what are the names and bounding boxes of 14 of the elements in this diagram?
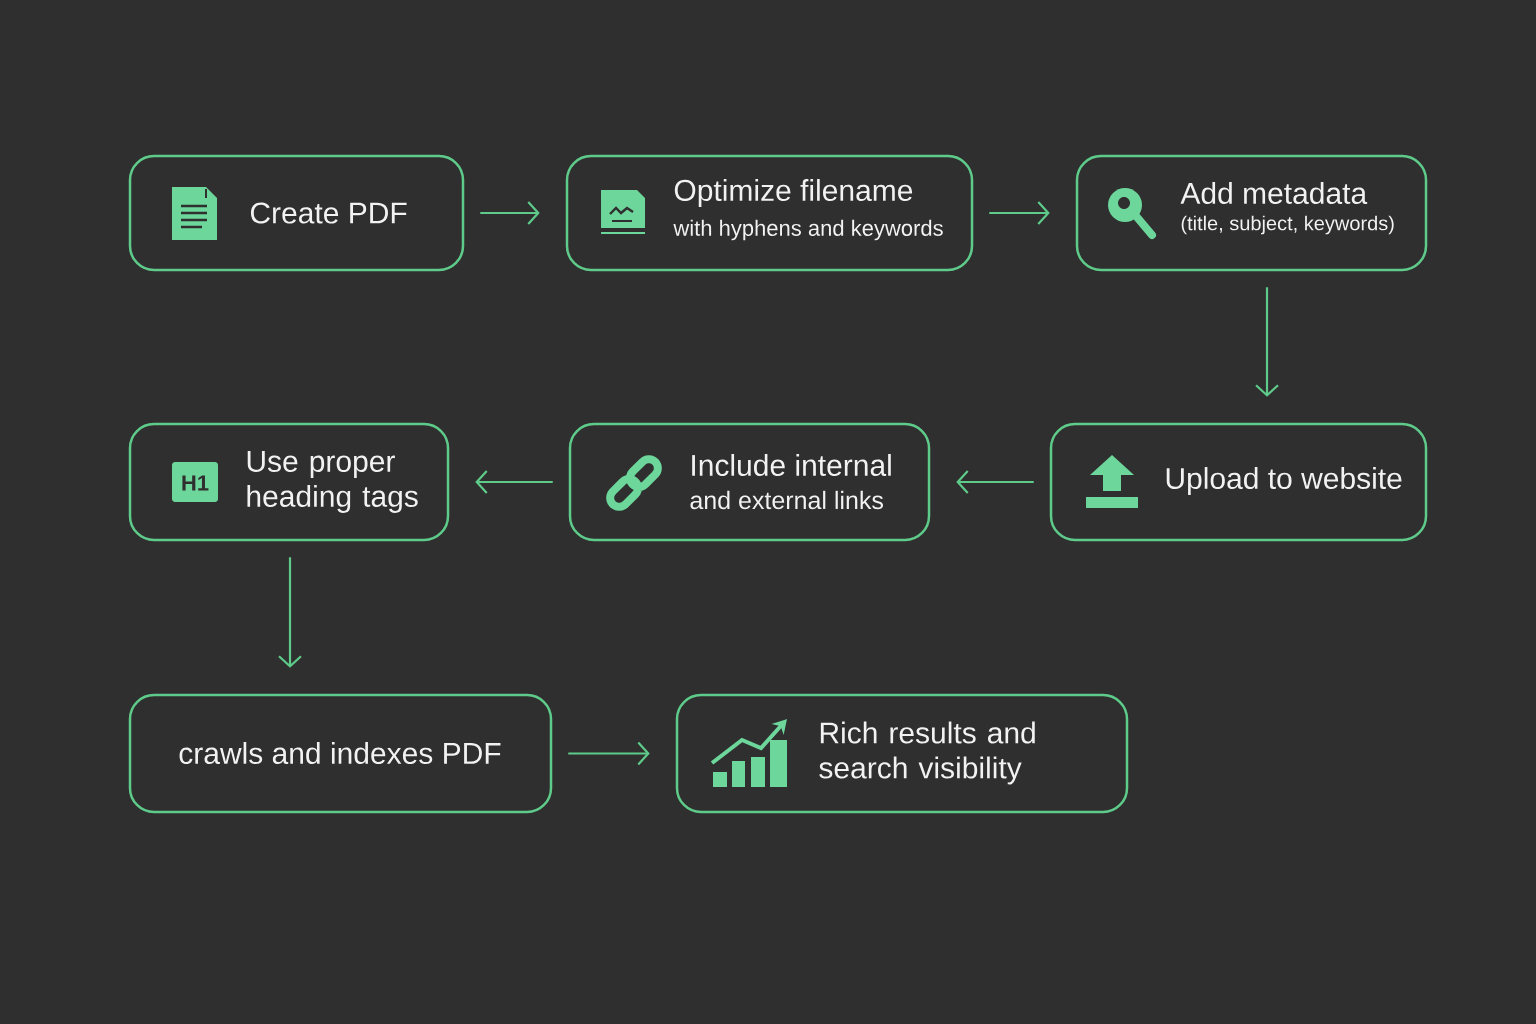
arrow (1255, 287, 1279, 397)
step-box: Create PDF (128, 154, 465, 272)
step-box: Upload to website (1049, 422, 1428, 542)
step-box: Include internal and external links (568, 422, 931, 542)
arrow (278, 557, 302, 668)
arrow (568, 741, 650, 766)
arrow (989, 201, 1050, 225)
step-box: crawls and indexes PDF (128, 693, 553, 814)
step-box: Optimize filename with hyphens and keywords (565, 154, 974, 272)
arrow (475, 470, 553, 494)
step-box: Add metadata (title, subject, keywords) (1075, 154, 1428, 272)
arrow (956, 470, 1034, 494)
arrow (480, 201, 540, 225)
step-box: Rich results and search visibility (675, 693, 1129, 814)
